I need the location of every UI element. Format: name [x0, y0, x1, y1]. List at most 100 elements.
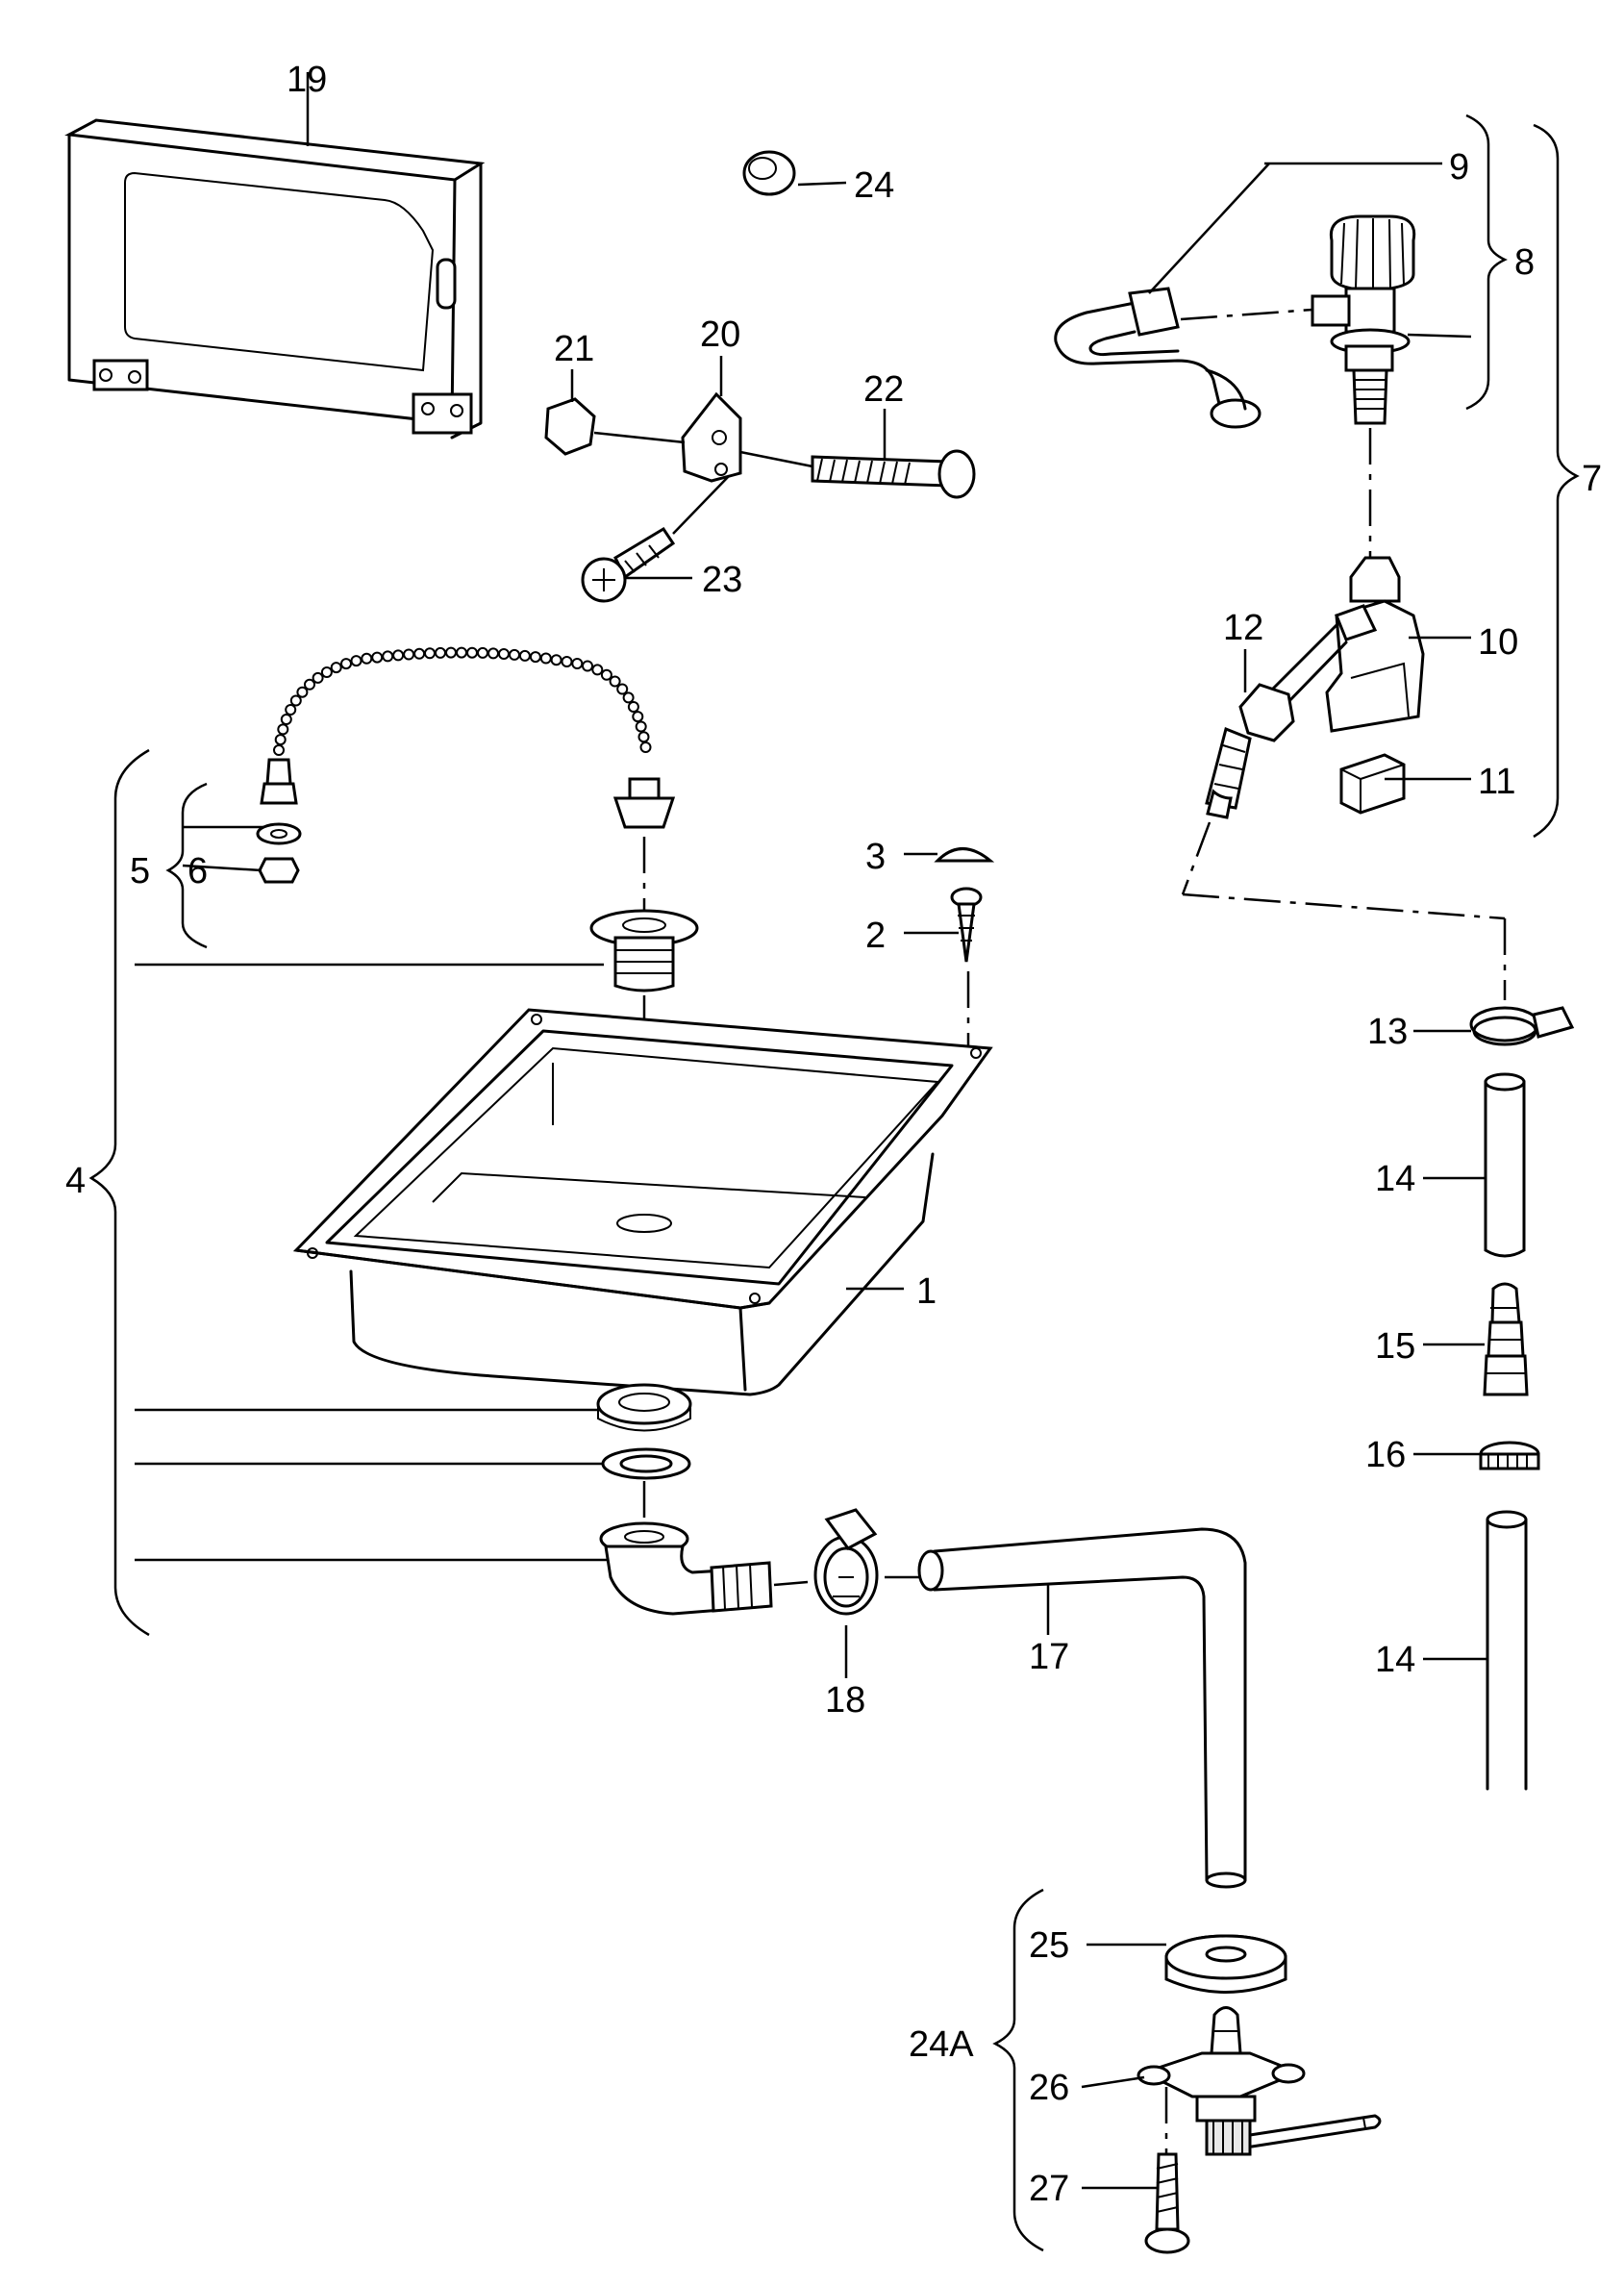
chain-bead — [289, 694, 302, 707]
label-7: 7 — [1582, 459, 1602, 499]
chain-bead — [277, 723, 289, 736]
sink-screw-part — [950, 887, 983, 963]
label-26: 26 — [1029, 2068, 1069, 2108]
chain-bead — [518, 649, 531, 662]
brace-4 — [88, 748, 150, 1637]
sink-basin-part — [292, 1008, 993, 1396]
chain-bead — [637, 731, 650, 743]
chain-bead — [582, 660, 593, 672]
elbow-outlet-part — [599, 1521, 773, 1616]
chain-bead — [350, 655, 362, 667]
chain-bead — [403, 648, 415, 661]
clip-part — [1339, 753, 1406, 815]
drain-valve-part — [1137, 2006, 1382, 2156]
brace-7 — [1533, 123, 1580, 839]
drain-pipe-part — [917, 1527, 1247, 1889]
hose-connector-straight-part — [1483, 1282, 1529, 1396]
label-18: 18 — [825, 1680, 865, 1721]
label-16: 16 — [1365, 1435, 1406, 1475]
chain-bead — [600, 668, 612, 681]
hose-connector-part — [1205, 623, 1348, 819]
chain-bead — [635, 720, 647, 733]
label-1: 1 — [916, 1271, 937, 1312]
label-17: 17 — [1029, 1637, 1069, 1677]
cap-plug-part — [742, 150, 796, 196]
label-19: 19 — [287, 60, 327, 100]
chain-bead — [340, 658, 352, 670]
chain-bead — [632, 711, 644, 723]
mounting-block-part — [1325, 556, 1425, 733]
chain-bead — [273, 744, 285, 756]
chain-beads — [273, 646, 652, 756]
chain-bead — [622, 691, 635, 704]
hose-clamp-part — [1469, 1006, 1575, 1046]
hex-nut-part — [544, 397, 596, 456]
chain-bead — [466, 646, 478, 659]
chain-bead — [627, 701, 639, 713]
chain-bead — [487, 647, 499, 660]
label-11: 11 — [1478, 762, 1515, 802]
label-9: 9 — [1449, 147, 1469, 188]
chain-bead — [304, 678, 315, 691]
bolt-part — [811, 449, 976, 499]
chain-hook-part — [256, 758, 302, 884]
label-24: 24 — [854, 165, 894, 206]
chain-bead — [382, 650, 394, 663]
label-23: 23 — [702, 560, 742, 600]
chain-bead — [361, 652, 373, 665]
chain-bead — [639, 741, 652, 753]
hardware-group — [544, 391, 976, 603]
chain-bead — [320, 666, 333, 678]
brace-8 — [1465, 113, 1508, 411]
chain-bead — [477, 646, 488, 659]
chain-bead — [616, 683, 629, 695]
label-14-lower: 14 — [1375, 1640, 1415, 1680]
label-15: 15 — [1375, 1326, 1415, 1367]
leader-lines — [135, 72, 1487, 2190]
drain-fitting-part — [589, 909, 699, 992]
chain-bead — [445, 646, 457, 659]
faucet-spout-part — [1054, 287, 1262, 429]
chain-bead — [456, 646, 467, 659]
chain-bead — [280, 714, 292, 725]
seal-lower-part — [601, 1447, 691, 1480]
screw-part — [581, 526, 676, 603]
label-2: 2 — [865, 916, 886, 956]
label-24a: 24A — [909, 2024, 974, 2065]
callout-labels: 19 24 9 8 7 21 20 22 23 12 10 11 5 6 3 2… — [65, 60, 1602, 2209]
chain-bead — [424, 647, 436, 660]
label-21: 21 — [554, 329, 594, 369]
chain-bead — [509, 648, 520, 661]
label-25: 25 — [1029, 1925, 1069, 1966]
plug-stopper-part — [612, 777, 676, 829]
label-8: 8 — [1514, 242, 1535, 283]
chain-bead — [609, 675, 621, 688]
hose-clamp-18-part — [813, 1508, 879, 1616]
chain-bead — [498, 648, 510, 660]
label-27: 27 — [1029, 2169, 1069, 2209]
chain-bead — [392, 649, 405, 662]
chain-bead — [312, 671, 324, 684]
chain-bead — [539, 652, 552, 665]
brace-24a — [992, 1888, 1044, 2252]
chain-bead — [550, 654, 562, 666]
washer-part — [1164, 1934, 1287, 1994]
chain-bead — [371, 651, 384, 664]
chain-bead — [571, 658, 584, 669]
valve-screw-part — [1144, 2152, 1190, 2254]
label-22: 22 — [863, 369, 904, 410]
label-5: 5 — [130, 851, 150, 892]
seal-upper-part — [596, 1383, 692, 1432]
hose-upper-part — [1484, 1072, 1526, 1258]
label-10: 10 — [1478, 622, 1518, 663]
chain-bead — [330, 662, 342, 674]
chain-bead — [413, 647, 426, 660]
cover-panel-part — [64, 118, 486, 440]
chain-bead — [529, 651, 541, 664]
label-20: 20 — [700, 314, 740, 355]
chain-bead — [591, 664, 604, 676]
chain-bead — [296, 686, 309, 698]
chain-bead — [561, 656, 573, 667]
label-12: 12 — [1223, 608, 1263, 648]
